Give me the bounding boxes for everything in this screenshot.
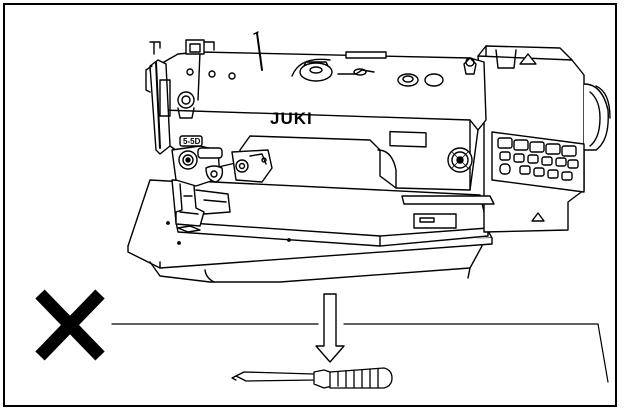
reference-line (111, 323, 609, 383)
x-mark-icon (35, 289, 105, 361)
faceplate (145, 59, 273, 233)
illustration-frame (3, 3, 617, 407)
down-arrow-icon (315, 293, 345, 363)
control-panel (491, 131, 585, 193)
model-badge: 5-5D (183, 137, 201, 146)
screwdriver-icon (231, 367, 393, 389)
brand-logo: JUKI (270, 109, 313, 128)
